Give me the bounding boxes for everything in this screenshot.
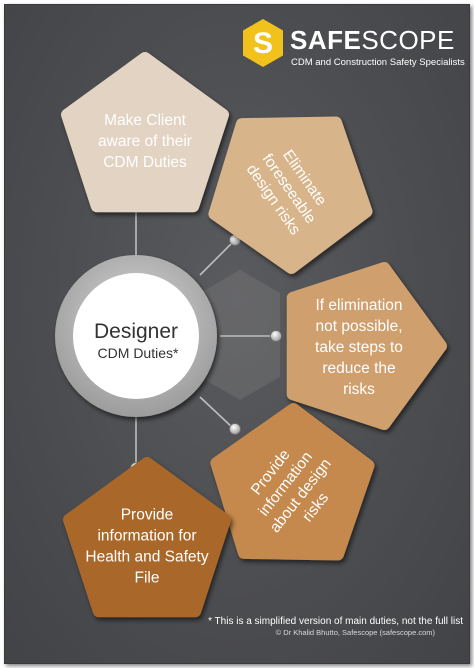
logo-hexagon-icon xyxy=(243,19,283,67)
connector-knob-4 xyxy=(229,423,241,435)
connector-line-2 xyxy=(199,240,235,276)
duty-pentagon-shape-5 xyxy=(63,457,231,618)
duty-text-line: aware of their xyxy=(98,133,192,150)
duty-text-line: not possible, xyxy=(315,318,402,335)
duty-text-line: CDM Duties xyxy=(103,154,187,171)
connector-knob-3 xyxy=(270,330,282,342)
copyright: © Dr Khalid Bhutto, Safescope (safescope… xyxy=(276,628,436,637)
connector-line-4 xyxy=(199,396,235,430)
duty-pentagon-2: Eliminateforeseeabledesign risks xyxy=(208,116,373,274)
duty-pentagon-shape-4 xyxy=(210,403,375,561)
duty-text-line: reduce the xyxy=(322,360,395,377)
safescope-logo: S SAFESCOPE CDM and Construction Safety … xyxy=(243,19,465,68)
footnote: * This is a simplified version of main d… xyxy=(208,616,463,627)
designer-hub xyxy=(55,255,217,417)
duty-text-line: If elimination xyxy=(315,297,402,314)
logo-wordmark: SAFESCOPE xyxy=(290,25,455,55)
duty-text-line: risks xyxy=(343,381,375,398)
duty-text-line: information for xyxy=(97,528,196,545)
hub-subtitle: CDM Duties* xyxy=(98,345,179,361)
duty-text-line: Make Client xyxy=(104,112,187,129)
infographic-diagram: S SAFESCOPE CDM and Construction Safety … xyxy=(55,19,465,637)
hub-inner-disc xyxy=(73,273,199,399)
connectors xyxy=(135,205,275,467)
duty-text-line: File xyxy=(135,570,160,587)
duty-pentagon-3: If elimination not possible, take steps to… xyxy=(286,262,447,430)
hub-title: Designer xyxy=(94,320,178,343)
duty-text-3: If elimination not possible, take steps to… xyxy=(315,297,403,398)
duty-text-line: Health and Safety xyxy=(85,549,208,566)
logo-tagline: CDM and Construction Safety Specialists xyxy=(291,57,465,68)
duty-text-line: Provide xyxy=(121,507,174,524)
logo-name-bold: SAFE xyxy=(290,25,361,55)
infographic-canvas: S SAFESCOPE CDM and Construction Safety … xyxy=(4,4,470,664)
logo-watermark xyxy=(200,270,280,400)
duty-text-line: take steps to xyxy=(315,339,403,356)
logo-s-letter: S xyxy=(253,27,273,60)
duty-pentagon-shape-2 xyxy=(208,116,373,274)
logo-name-light: SCOPE xyxy=(361,25,455,55)
duty-pentagon-shape-1 xyxy=(61,52,229,213)
duty-pentagon-shape-3 xyxy=(286,262,447,430)
duty-pentagon-4: Provideinformationabout designrisks xyxy=(210,403,375,561)
